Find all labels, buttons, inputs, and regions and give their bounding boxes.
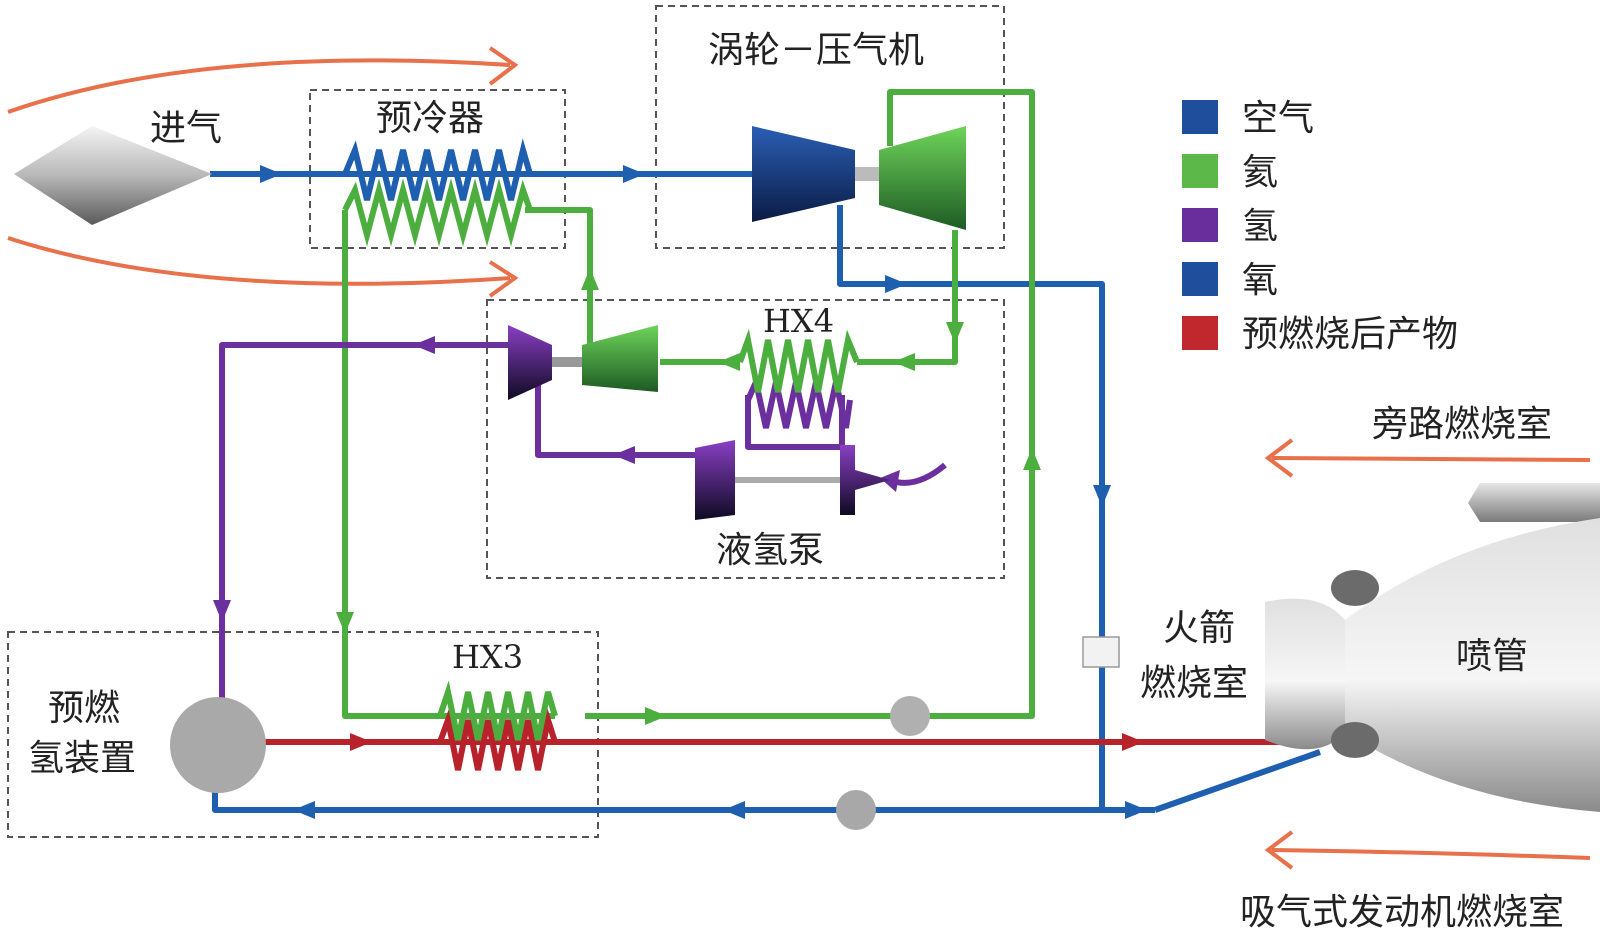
bypass-combustor-label: 旁路燃烧室 (1372, 404, 1552, 445)
legend-swatch-4 (1182, 316, 1218, 350)
legend-swatch-2 (1182, 208, 1218, 242)
legend-label-1: 氦 (1242, 152, 1278, 193)
helium-arrowheads (336, 268, 1041, 725)
oxygen-valve (1082, 636, 1120, 668)
rocket-chamber-label-line1: 火箭 (1163, 608, 1235, 649)
precooler-label: 预冷器 (376, 98, 484, 139)
preburner-hx3-box (7, 631, 599, 838)
rocket-chamber-label-line2: 燃烧室 (1140, 663, 1248, 704)
hydrogen-lines (219, 342, 947, 704)
precooler-box (309, 89, 566, 249)
legend-swatch-0 (1182, 100, 1218, 134)
hydrogen-return-valve (836, 790, 876, 830)
helium-lines (342, 89, 1035, 719)
bypass-burner-tube (1468, 483, 1600, 522)
legend-label-3: 氧 (1242, 260, 1278, 301)
hx4-pump-box (486, 299, 1005, 579)
legend-label-0: 空气 (1242, 98, 1314, 139)
hx4-label: HX4 (763, 302, 834, 340)
helium-valve (890, 696, 930, 736)
legend-swatch-3 (1182, 262, 1218, 296)
products-line (265, 733, 1320, 751)
lh2-pump-label: 液氢泵 (716, 530, 824, 571)
airflow-arrows (7, 46, 1591, 870)
hx3-label: HX3 (452, 638, 523, 676)
air-arrowheads (260, 165, 1147, 819)
preburner-label-line2: 氢装置 (28, 738, 136, 779)
preburner (170, 697, 266, 793)
intake-cone (14, 126, 212, 225)
turbo-compressor-label: 涡轮－压气机 (708, 30, 924, 71)
airbreathing-combustor-label: 吸气式发动机燃烧室 (1240, 892, 1564, 933)
turbo-compressor-box (655, 5, 1005, 249)
preburner-label-line1: 预燃 (48, 688, 120, 729)
hx4-coils (737, 328, 860, 429)
turbo-compressor (752, 126, 966, 230)
intake-label: 进气 (150, 108, 222, 149)
air-oxygen-lines (210, 171, 1321, 813)
lh2-pump (695, 440, 890, 520)
legend-swatch-1 (1182, 154, 1218, 188)
legend-label-4: 预燃烧后产物 (1242, 314, 1458, 355)
helium-turbine-hydrogen-pump (508, 325, 658, 400)
rocket-nozzle (1265, 518, 1600, 812)
nozzle-label: 喷管 (1456, 636, 1528, 677)
hydrogen-arrowheads (213, 336, 900, 622)
precooler-coils (342, 138, 533, 247)
hx3-coils (437, 680, 558, 771)
legend-label-2: 氢 (1242, 206, 1278, 247)
